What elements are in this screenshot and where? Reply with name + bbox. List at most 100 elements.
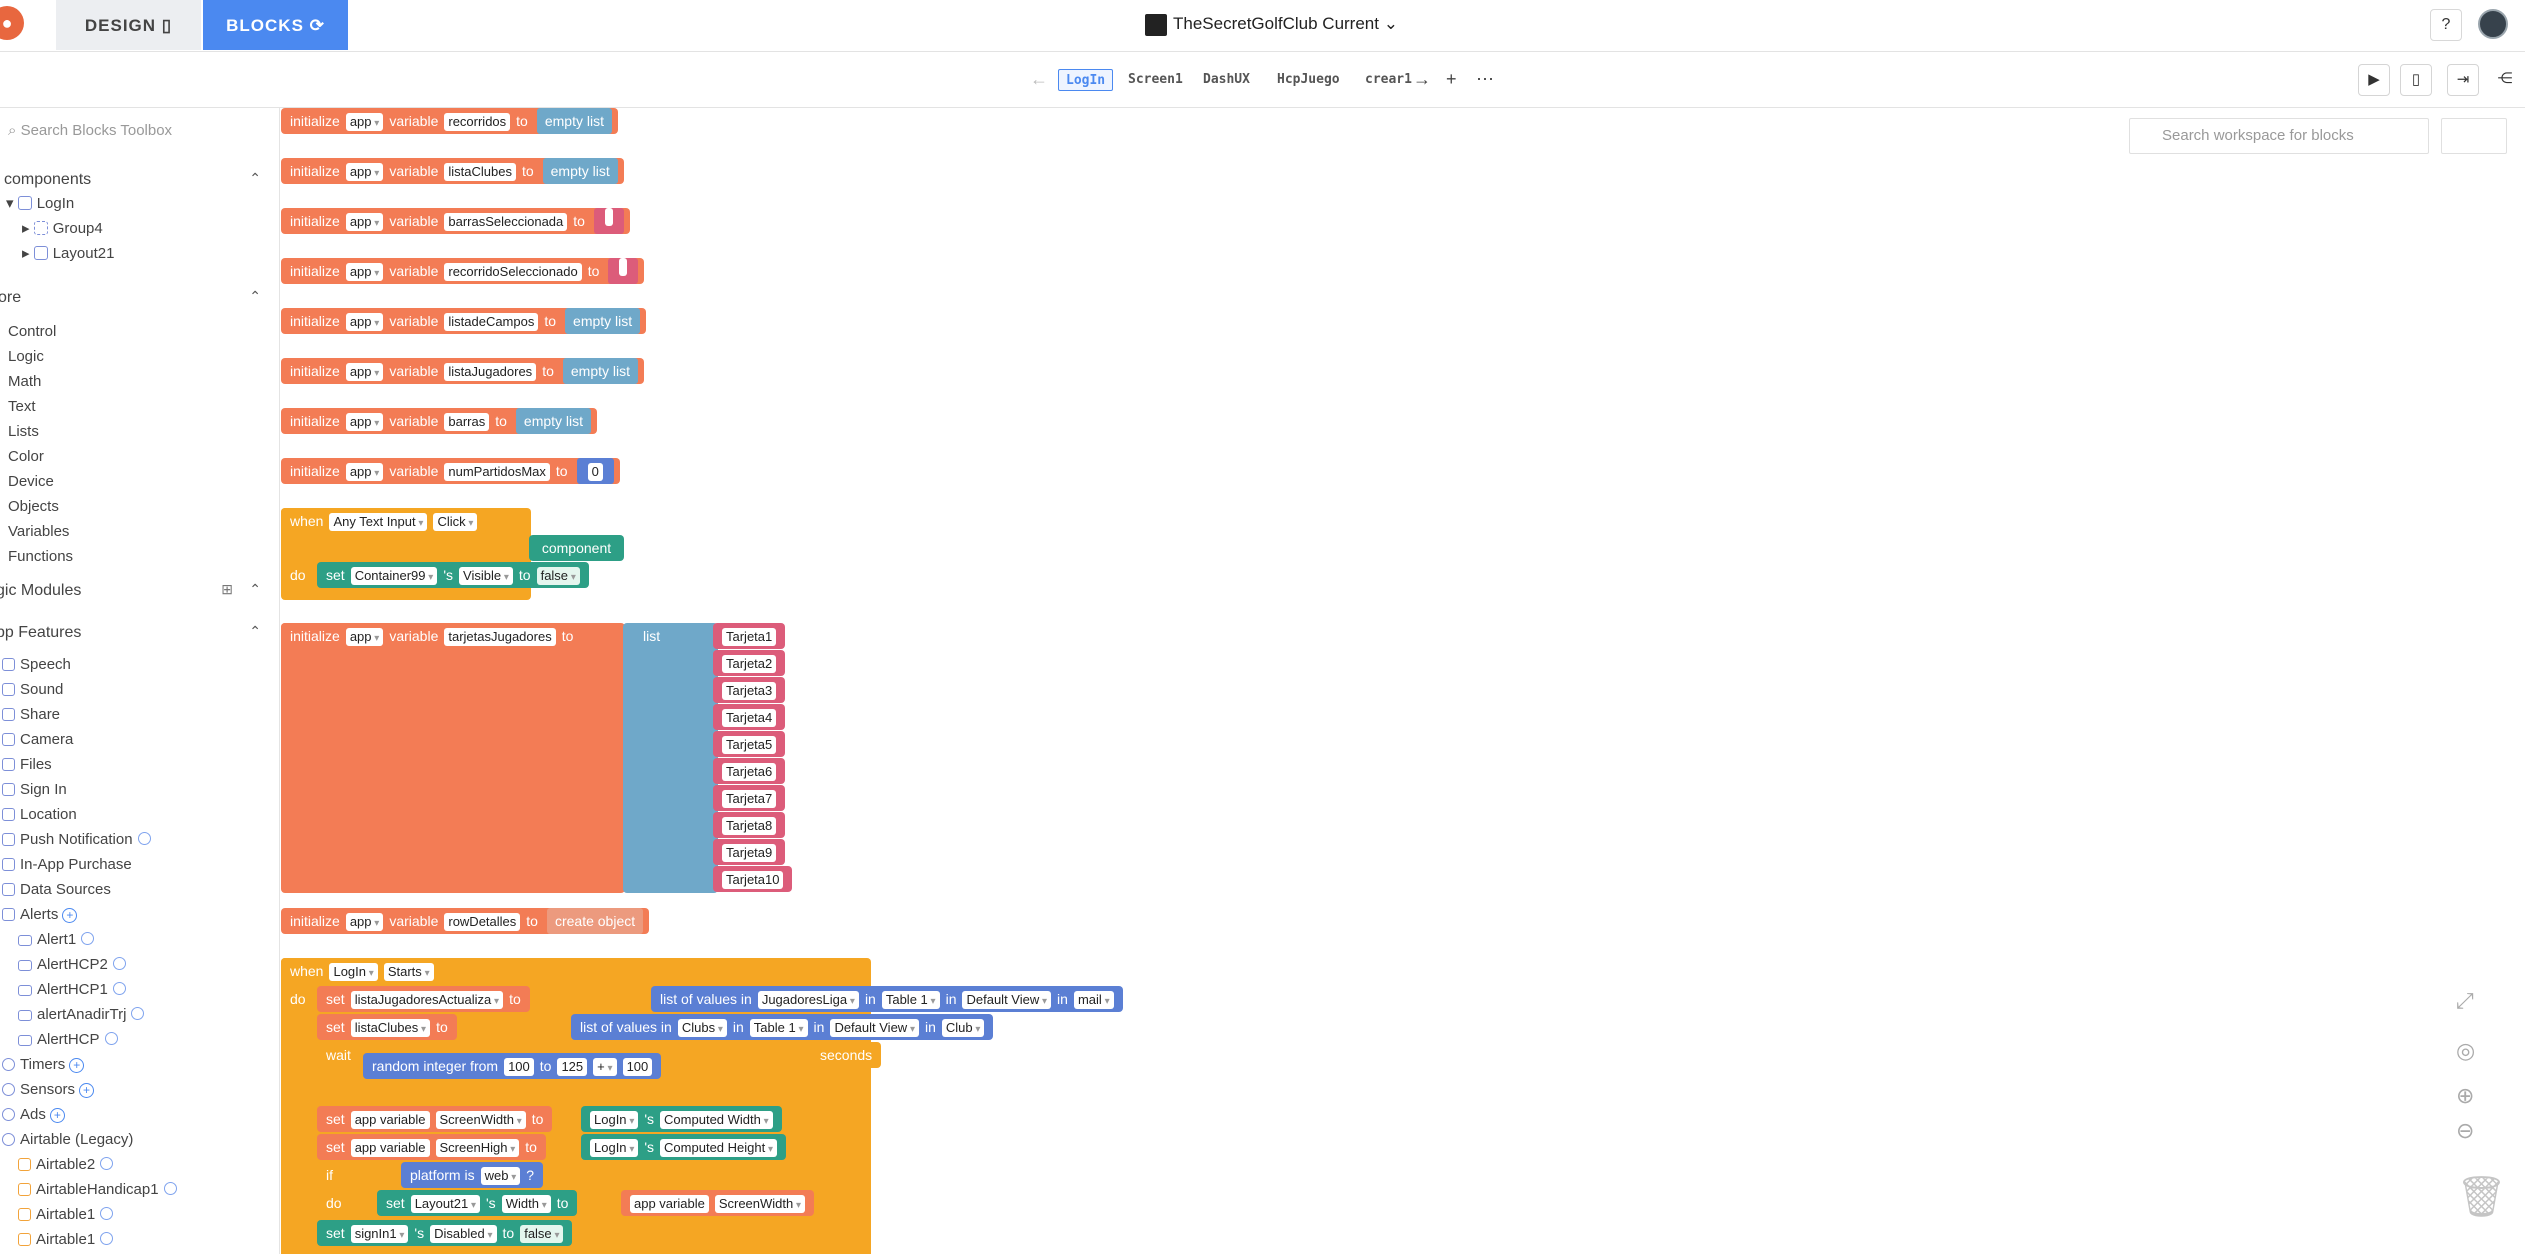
event-dropdown[interactable]: Starts [383,963,434,981]
variable-name-field[interactable]: listadeCampos [444,313,539,331]
blocks-tab[interactable]: BLOCKS ⟳ [203,0,348,50]
text-block[interactable]: Tarjeta9 [713,839,786,865]
add-icon[interactable]: + [69,1058,85,1073]
init-block[interactable]: initializeappvariablelistaJugadorestoemp… [281,358,644,384]
core-item[interactable]: Functions [8,548,74,565]
value-block[interactable]: empty list [565,308,641,334]
block-field[interactable]: mail [1073,991,1114,1009]
init-block[interactable]: initializeappvariablelistadeCampostoempt… [281,308,647,334]
feature-item[interactable]: Data Sources [2,878,111,902]
block-field[interactable]: Club [941,1019,985,1037]
core-item[interactable]: Variables [8,523,70,540]
block-field[interactable]: web [480,1167,521,1185]
variable-name-field[interactable]: recorridos [444,113,511,131]
event-dropdown[interactable]: Click [433,513,478,531]
chevron-up-icon[interactable]: ⌃ [249,623,261,639]
set-var-block[interactable]: setlistaClubesto [317,1014,457,1040]
misc-item[interactable]: Airtable (Legacy) [2,1128,133,1152]
feature-item[interactable]: In-App Purchase [2,853,132,877]
number-field[interactable]: 100 [504,1058,534,1076]
alert-item[interactable]: alertAnadirTrj [18,1003,145,1027]
add-module-icon[interactable]: ⊞ [221,581,233,597]
if-block[interactable]: if [317,1162,342,1188]
value-block[interactable]: empty list [562,358,638,384]
airtable-item[interactable]: AirtableHandicap1 [18,1178,177,1202]
block-field[interactable]: LogIn [590,1111,639,1129]
feature-item[interactable]: Share [2,703,60,727]
tree-item-group4[interactable]: ▸ Group4 [22,220,103,237]
list-block[interactable]: list [623,623,718,893]
feature-item[interactable]: Sound [2,678,63,702]
scope-dropdown[interactable]: app [345,413,384,431]
core-section[interactable]: ore [0,286,21,310]
init-block[interactable]: initializeappvariablerowDetallestocreate… [281,908,650,934]
text-field[interactable]: Tarjeta5 [722,736,777,754]
op-dropdown[interactable]: + [593,1058,617,1076]
variable-name-field[interactable]: numPartidosMax [444,463,550,481]
text-field[interactable]: Tarjeta6 [722,763,777,781]
screen-tab-login[interactable]: LogIn [1058,69,1114,91]
variable-name-field[interactable]: barras [444,413,490,431]
screen-dropdown[interactable]: LogIn [329,963,378,981]
prop-dropdown[interactable]: Visible [459,567,513,585]
add-icon[interactable]: + [62,908,78,923]
alert-item[interactable]: AlertHCP1 [18,978,126,1002]
logic-modules-section[interactable]: gic Modules [0,579,81,603]
workspace-search[interactable]: Search workspace for blocks [2129,118,2429,154]
block-field[interactable]: Table 1 [881,991,940,1009]
variable-dropdown[interactable]: ScreenHigh [435,1139,520,1157]
scope-dropdown[interactable]: app [345,363,384,381]
core-item[interactable]: Math [8,373,42,390]
do-label[interactable]: do [317,1190,351,1216]
variable-dropdown[interactable]: listaJugadoresActualiza [350,991,504,1009]
feature-item[interactable]: Sign In [2,778,67,802]
core-item[interactable]: Color [8,448,44,465]
settings-icon[interactable] [100,1157,114,1170]
init-block[interactable]: initializeappvariablelistaClubestoempty … [281,158,624,184]
settings-icon[interactable] [81,932,95,945]
screen-tab-screen1[interactable]: Screen1 [1128,72,1183,87]
text-block[interactable]: Tarjeta6 [713,758,786,784]
feature-item[interactable]: Push Notification [2,828,151,852]
variable-name-field[interactable]: tarjetasJugadores [444,628,556,646]
misc-item[interactable]: Timers+ [2,1053,85,1077]
text-field[interactable]: Tarjeta4 [722,709,777,727]
init-block[interactable]: initializeappvariablerecorridostoempty l… [281,108,618,134]
variable-name-field[interactable]: recorridoSeleccionado [444,263,582,281]
variable-name-field[interactable]: barrasSeleccionada [444,213,568,231]
chevron-up-icon[interactable]: ⌃ [249,170,261,186]
text-field[interactable]: Tarjeta8 [722,817,777,835]
variable-name-field[interactable]: listaClubes [444,163,516,181]
number-field[interactable]: 100 [622,1058,653,1076]
core-item[interactable]: Objects [8,498,59,515]
text-field[interactable]: Tarjeta10 [722,871,784,889]
seconds-label[interactable]: seconds [811,1042,882,1068]
screen-tab-dashux[interactable]: DashUX [1203,72,1250,87]
text-field[interactable]: Tarjeta7 [722,790,777,808]
scope-label[interactable]: app variable [350,1111,430,1129]
init-block[interactable]: initializeappvariablenumPartidosMaxto0 [281,458,620,484]
device-preview-icon[interactable]: ▯ [2400,64,2432,96]
do-label[interactable]: do [281,986,315,1012]
init-block[interactable]: initializeappvariablerecorridoSelecciona… [281,258,645,284]
trash-icon[interactable]: 🗑 [2456,1175,2507,1219]
tree-item-login[interactable]: ▾ LogIn [6,195,75,212]
target-dropdown[interactable]: Container99 [350,567,438,585]
settings-icon[interactable] [104,1032,118,1045]
text-block[interactable]: Tarjeta5 [713,731,786,757]
settings-icon[interactable] [112,982,126,995]
wait-block[interactable]: wait [317,1042,360,1068]
chevron-up-icon[interactable]: ⌃ [249,288,261,304]
add-icon[interactable]: + [49,1108,65,1123]
feature-item[interactable]: Alerts+ [2,903,78,927]
export-icon[interactable]: ⇥ [2447,64,2479,96]
block-field[interactable]: Table 1 [749,1019,808,1037]
do-label[interactable]: do [281,562,315,588]
settings-icon[interactable] [112,957,126,970]
